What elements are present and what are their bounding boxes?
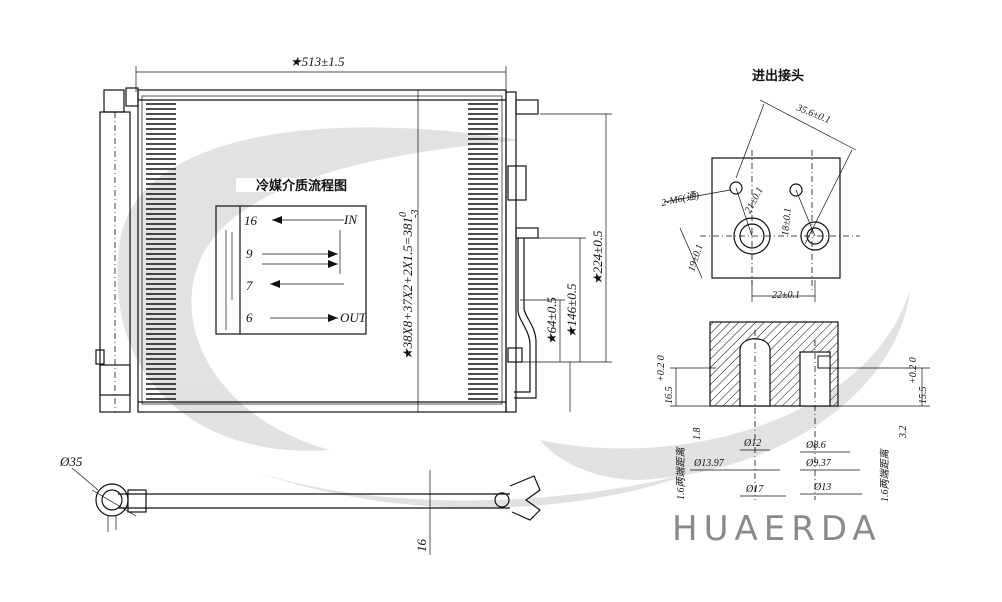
bolt-label: 2-M6(通) bbox=[660, 189, 701, 209]
flow-chart-title: 冷媒介质流程图 bbox=[256, 178, 347, 194]
dim-18-label: 18±0.1 bbox=[780, 207, 794, 236]
diam-12: Ø12 bbox=[743, 438, 761, 449]
fitting-view: 进出接头 35.6±0.1 2-M6(通) 19±0.1 21±0.1 18±0 bbox=[660, 68, 860, 302]
fins-right bbox=[468, 103, 498, 400]
watermark-swirl bbox=[117, 127, 910, 508]
dim-21-label: 21±0.1 bbox=[743, 186, 766, 216]
height-dim-sub: -3 bbox=[410, 210, 421, 218]
section-right-height-tol: +0.2 0 bbox=[908, 357, 919, 384]
flow-in-label: IN bbox=[343, 212, 358, 227]
dim-146-label: ★146±0.5 bbox=[564, 283, 579, 338]
seal-right-label: 1.6两端距离 bbox=[879, 448, 891, 502]
diam-13: Ø13 bbox=[813, 482, 831, 493]
section-dim-18: 1.8 bbox=[692, 428, 703, 441]
section-view: 16.5 +0.2 0 15.5 +0.2 0 1.8 3.2 1.6两端距离 … bbox=[656, 321, 930, 502]
section-left-height: 16.5 bbox=[664, 387, 675, 405]
fins-left bbox=[146, 103, 176, 400]
svg-text:★38X8+37X2+2X1.5=3810-3: ★38X8+37X2+2X1.5=3810-3 bbox=[398, 210, 421, 360]
diam-1397: Ø13.97 bbox=[693, 458, 725, 469]
height-dim-sup: 0 bbox=[398, 212, 409, 217]
diameter-dim-label: Ø35 bbox=[59, 454, 83, 469]
flow-chart: 冷媒介质流程图 16 9 7 6 IN OUT bbox=[215, 178, 367, 335]
dim-64-label: ★64±0.5 bbox=[544, 296, 559, 345]
pass-9: 9 bbox=[246, 246, 253, 261]
pass-7: 7 bbox=[246, 278, 253, 293]
dim-22-label: 22±0.1 bbox=[772, 290, 800, 301]
seal-left-label: 1.6两端距离 bbox=[675, 446, 687, 500]
width-dim-label: ★513±1.5 bbox=[290, 54, 345, 69]
thickness-dim-label: 16 bbox=[414, 539, 429, 553]
pass-16: 16 bbox=[244, 213, 258, 228]
bottom-view: Ø35 16 bbox=[59, 454, 541, 555]
section-left-height-tol: +0.2 0 bbox=[656, 355, 667, 382]
dim-19-label: 19±0.1 bbox=[686, 243, 705, 273]
brand-logo: HUAERDA bbox=[672, 509, 882, 549]
pass-6: 6 bbox=[246, 310, 253, 325]
section-dim-32: 3.2 bbox=[898, 426, 909, 440]
diam-86: Ø8.6 bbox=[805, 440, 826, 451]
flow-out-label: OUT bbox=[340, 310, 367, 325]
dim-356-label: 35.6±0.1 bbox=[794, 102, 832, 126]
fitting-title: 进出接头 bbox=[752, 68, 804, 84]
diam-937: Ø9.37 bbox=[805, 458, 832, 469]
section-right-height: 15.5 bbox=[918, 387, 929, 405]
dim-224-label: ★224±0.5 bbox=[590, 230, 605, 285]
height-dim-label: ★38X8+37X2+2X1.5=381 bbox=[400, 217, 415, 360]
front-view: ★513±1.5 ★38X8+37X2+2X1.5=3810-3 bbox=[95, 54, 612, 413]
diam-17: Ø17 bbox=[745, 484, 764, 495]
